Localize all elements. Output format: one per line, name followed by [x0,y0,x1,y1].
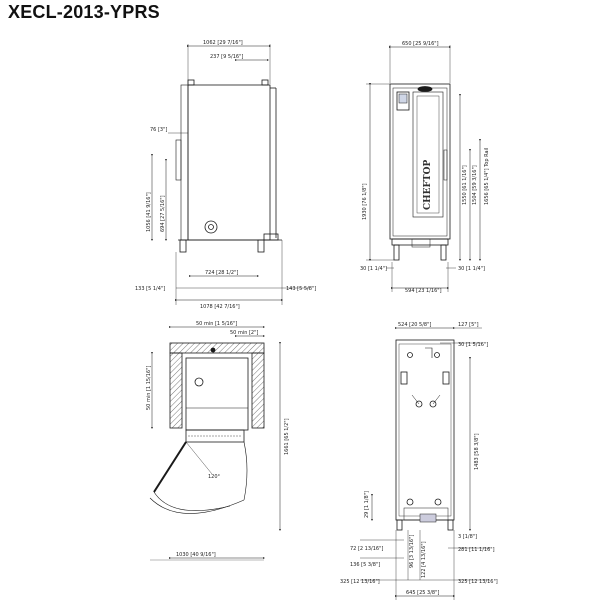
rear-dim-height-right: 1483 [58 3/8"] [474,433,480,470]
front-dim-foot-left: 30 [1 1/4"] [360,266,387,272]
side-dim-left-foot: 133 [5 1/4"] [135,286,165,292]
front-dim-height-right-2: 1504 [59 3/16"] [472,165,478,205]
front-view [366,45,481,292]
plan-dim-clearance-left: 50 min [1 15/16"] [146,366,152,410]
rear-dim-left-1: 72 [2 13/16"] [350,546,383,552]
rear-dim-right-1: 281 [11 1/16"] [458,547,495,553]
side-dim-depth-inner: 724 [28 1/2"] [205,270,238,276]
plan-dim-clearance-top: 50 min [1 5/16"] [196,321,237,327]
rear-dim-right-low: 3 [1/8"] [458,534,477,540]
plan-dim-clearance-right: 50 min [2"] [230,330,258,336]
rear-dim-vert-1: 96 [3 13/16"] [409,535,415,568]
front-dim-base-width: 594 [23 1/16"] [405,288,442,294]
side-dim-top-width: 1062 [29 7/16"] [203,40,243,46]
front-dim-height-total: 1930 [76 1/8"] [362,183,368,220]
plan-view [149,326,281,561]
rear-dim-right-top: 127 [5"] [458,322,479,328]
plan-dim-width-bottom: 1030 [40 9/16"] [176,552,216,558]
rear-dim-left-low: 29 [1 1/8"] [364,491,370,518]
front-brand-logo: CHEFTOP [423,160,433,210]
rear-view [360,327,490,600]
rear-dim-left-3: 325 [12 13/16"] [340,579,380,585]
side-dim-height-a: 1056 [41 9/16"] [146,192,152,232]
side-dim-left-small: 76 [3"] [150,127,167,133]
side-view [151,44,310,305]
plan-dim-depth: 1661 [65 1/2"] [284,418,290,455]
rear-dim-right-small: 30 [1 5/16"] [458,342,488,348]
front-dim-width-top: 650 [25 9/16"] [402,41,439,47]
plan-door-angle: 120° [208,474,221,480]
rear-dim-base-width: 645 [25 3/8"] [406,590,439,596]
front-dim-height-right-1: 1656 [65 1/4"] Top Rail [484,148,490,205]
rear-dim-left-2: 136 [5 3/8"] [350,562,380,568]
side-dim-top-offset: 237 [9 5/16"] [210,54,243,60]
page-title: XECL-2013-YPRS [8,2,160,22]
rear-dim-right-3: 325 [12 13/16"] [458,579,498,585]
side-dim-right-foot: 143 [5 5/8"] [286,286,316,292]
side-dim-height-b: 694 [27 5/16"] [160,195,166,232]
side-dim-depth-total: 1078 [42 7/16"] [200,304,240,310]
rear-dim-vert-2: 122 [4 13/16"] [421,541,427,578]
front-dim-foot-right: 30 [1 1/4"] [458,266,485,272]
rear-dim-width-top: 524 [20 5/8"] [398,322,431,328]
front-dim-height-right-3: 1550 [61 1/16"] [462,165,468,205]
